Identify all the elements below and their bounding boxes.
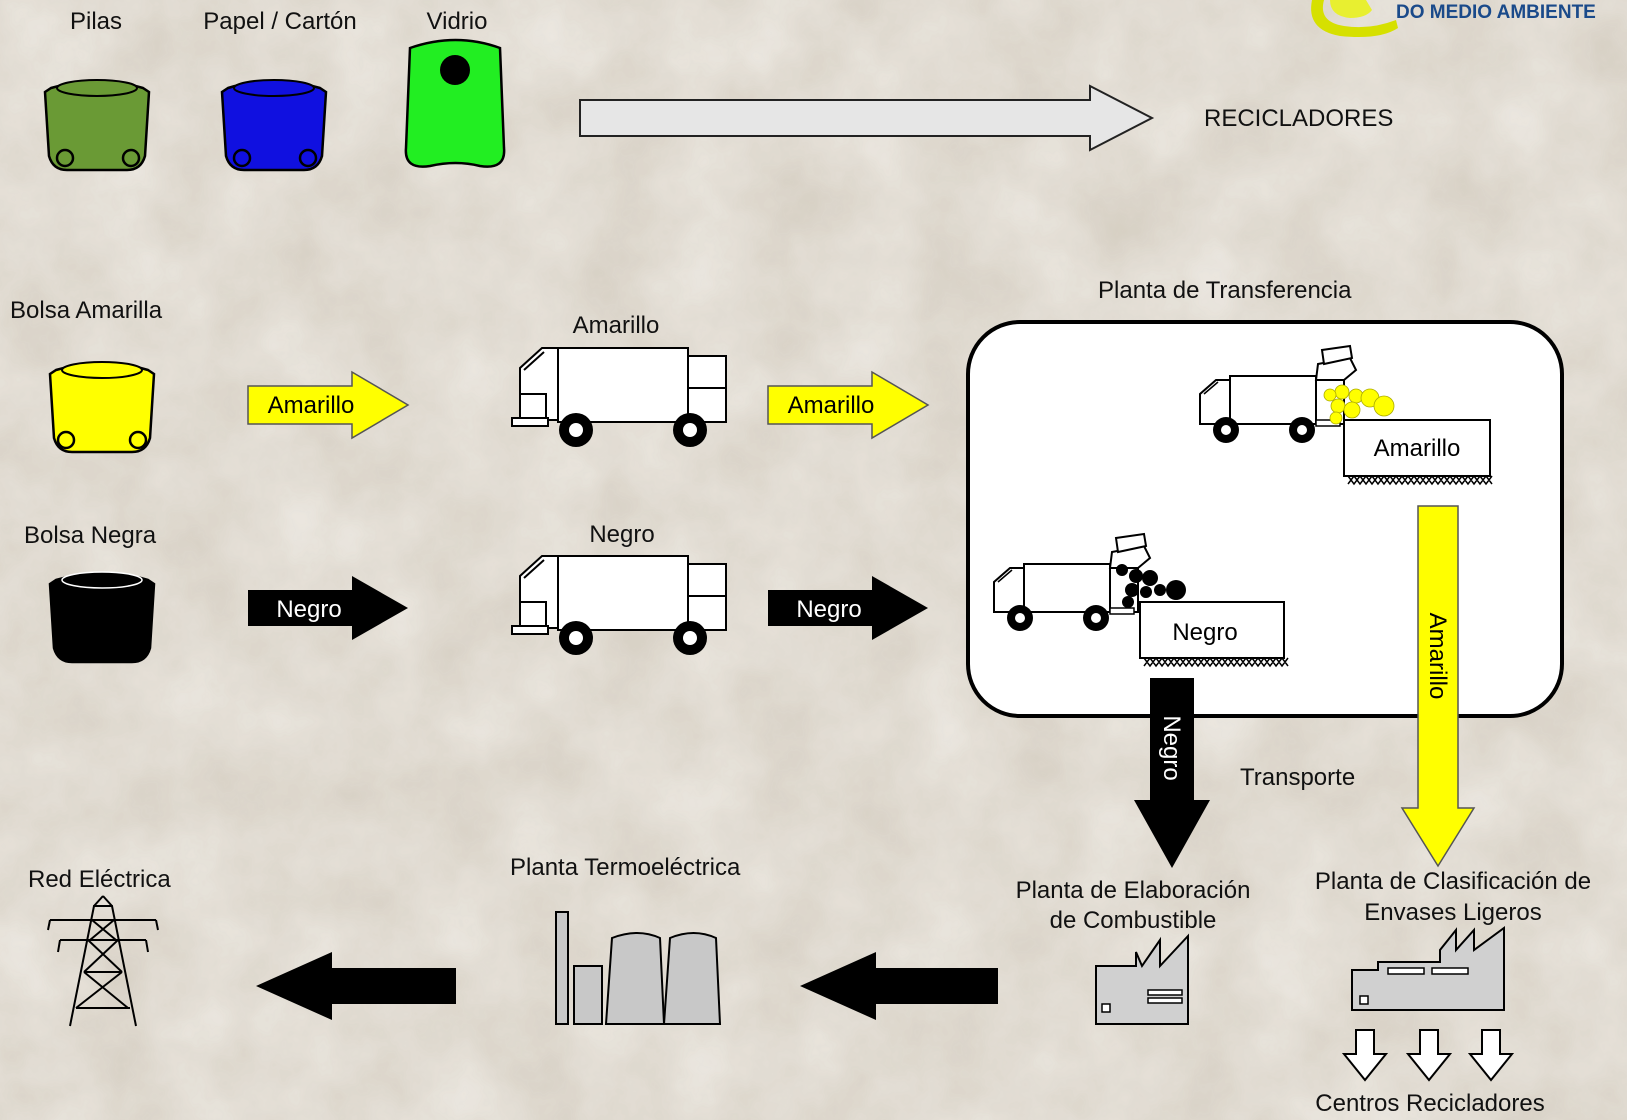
label-vidrio: Vidrio: [426, 8, 488, 35]
hopper-negro-label: Negro: [1172, 619, 1237, 646]
yellow-waste-balls: [1323, 384, 1395, 425]
arrow-negro-2-label: Negro: [796, 596, 861, 623]
label-red-electrica: Red Eléctrica: [28, 866, 171, 893]
black-waste-balls: [1116, 564, 1186, 608]
arrow-to-recicladores: [579, 84, 1155, 152]
outline-arrows-centros: [1341, 1029, 1515, 1082]
bin-amarilla-icon: [48, 361, 156, 454]
glass-container-icon: [404, 38, 506, 168]
label-combustible-1: Planta de Elaboración: [1015, 877, 1251, 904]
bin-papel-icon: [220, 79, 328, 172]
power-tower-icon: [47, 895, 159, 1027]
arrow-negro-down-label: Negro: [1158, 715, 1185, 780]
bin-negra-icon: [48, 571, 156, 664]
arrow-negro-2: [768, 576, 928, 640]
arrow-amarillo-1: [247, 370, 410, 440]
hopper-negro: [1139, 601, 1285, 659]
label-truck-negro: Negro: [589, 521, 655, 548]
label-clasificacion-2: Envases Ligeros: [1364, 899, 1542, 926]
logo-text: DO MEDIO AMBIENTE: [1396, 2, 1596, 23]
label-bolsa-negra: Bolsa Negra: [24, 522, 157, 549]
arrow-amarillo-down: [1400, 505, 1476, 868]
hopper-amarillo: [1343, 419, 1491, 477]
label-recicladores: RECICLADORES: [1204, 105, 1394, 132]
label-termoelectrica: Planta Termoeléctrica: [510, 854, 741, 881]
bin-pilas-icon: [43, 79, 151, 172]
label-planta-transferencia: Planta de Transferencia: [1098, 277, 1352, 304]
factory-combustible-icon: [1095, 933, 1189, 1025]
logo: DO MEDIO AMBIENTE: [1311, 0, 1596, 37]
arrow-negro-down: [1134, 678, 1210, 868]
label-papel-carton: Papel / Cartón: [203, 8, 357, 35]
label-clasificacion-1: Planta de Clasificación de: [1314, 868, 1592, 895]
arrow-amarillo-down-label: Amarillo: [1424, 613, 1451, 700]
truck-negro-icon: [511, 555, 727, 656]
label-bolsa-amarilla: Bolsa Amarilla: [10, 297, 163, 324]
hopper-amarillo-label: Amarillo: [1374, 435, 1461, 462]
arrow-to-termoelectrica: [800, 952, 998, 1020]
label-centros-recicladores: Centros Recicladores: [1315, 1090, 1545, 1117]
arrow-negro-1-label: Negro: [276, 596, 341, 623]
arrow-amarillo-2: [767, 370, 930, 440]
power-plant-icon: [555, 911, 722, 1025]
label-truck-amarillo: Amarillo: [572, 312, 660, 339]
label-pilas: Pilas: [69, 8, 123, 35]
factory-clasificacion-icon: [1351, 926, 1505, 1011]
label-combustible-2: de Combustible: [1049, 907, 1217, 934]
arrow-negro-1: [248, 576, 408, 640]
arrow-amarillo-2-label: Amarillo: [788, 392, 875, 419]
truck-amarillo-icon: [511, 347, 727, 448]
arrow-to-red-electrica: [256, 952, 456, 1020]
label-transporte: Transporte: [1240, 764, 1356, 791]
arrow-amarillo-1-label: Amarillo: [268, 392, 355, 419]
